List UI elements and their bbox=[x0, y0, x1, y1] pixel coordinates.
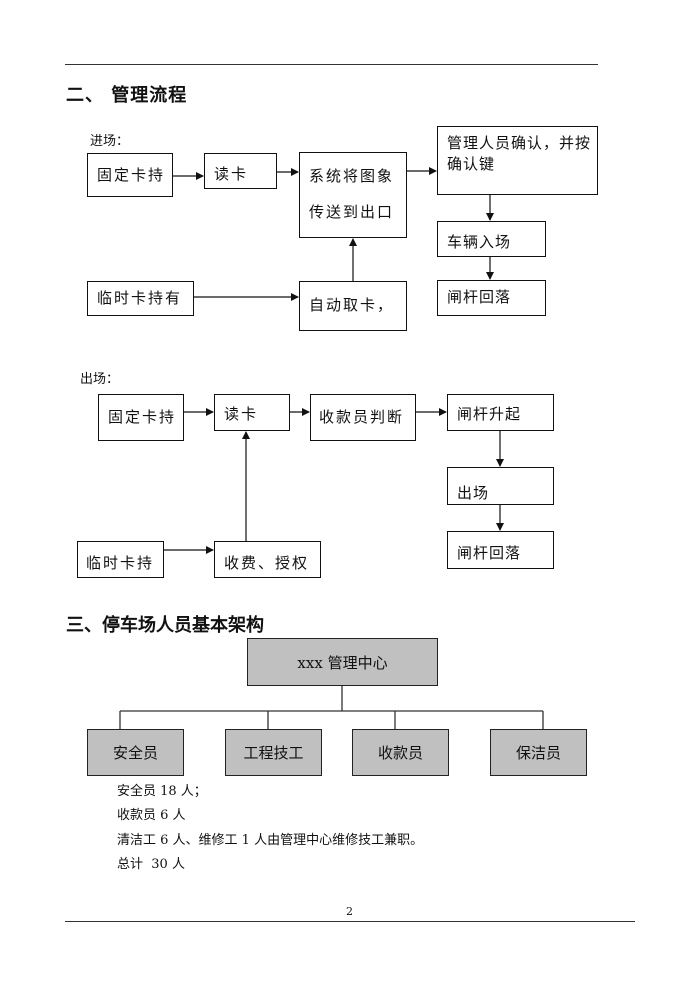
org-child-security: 安全员 bbox=[87, 729, 184, 776]
entry-system-text-line1: 系统将图象 bbox=[309, 167, 395, 185]
exit-temp-card-box: 临时卡持 bbox=[77, 541, 164, 578]
entry-confirm-box: 管理人员确认，并按 确认键 bbox=[437, 126, 598, 195]
entry-fixed-card-box: 固定卡持 bbox=[87, 153, 173, 197]
exit-charge-auth-text: 收费、授权 bbox=[224, 554, 310, 572]
entry-auto-card-box: 自动取卡， bbox=[299, 281, 407, 331]
entry-system-box: 系统将图象 传送到出口 bbox=[299, 152, 407, 238]
entry-vehicle-in-text: 车辆入场 bbox=[447, 233, 512, 251]
entry-fixed-card-text: 固定卡持 bbox=[97, 166, 166, 184]
exit-gate-up-box: 闸杆升起 bbox=[447, 394, 554, 431]
staff-note-cashier: 收款员 6 人 bbox=[117, 808, 186, 823]
org-child-engineering: 工程技工 bbox=[225, 729, 322, 776]
entry-confirm-text-line1: 管理人员确认，并按 bbox=[447, 134, 592, 152]
exit-gate-down-text: 闸杆回落 bbox=[457, 544, 522, 562]
exit-label: 出场： bbox=[80, 372, 120, 387]
org-root-box: xxx 管理中心 bbox=[247, 638, 438, 686]
entry-system-text-line2: 传送到出口 bbox=[309, 203, 395, 221]
footer-rule bbox=[65, 921, 635, 922]
exit-fixed-card-box: 固定卡持 bbox=[98, 394, 184, 441]
entry-temp-card-text: 临时卡持有 bbox=[97, 289, 183, 307]
section-heading-staff-structure: 三、停车场人员基本架构 bbox=[66, 615, 264, 636]
entry-read-card-text: 读卡 bbox=[214, 165, 249, 183]
exit-gate-up-text: 闸杆升起 bbox=[457, 405, 522, 423]
entry-vehicle-in-box: 车辆入场 bbox=[437, 221, 546, 257]
exit-exit-box: 出场 bbox=[447, 467, 554, 505]
header-rule bbox=[65, 64, 598, 65]
exit-charge-auth-box: 收费、授权 bbox=[214, 541, 321, 578]
entry-read-card-box: 读卡 bbox=[204, 153, 277, 189]
staff-note-total: 总计 30 人 bbox=[117, 857, 185, 872]
exit-cashier-judge-text: 收款员判断 bbox=[319, 408, 405, 426]
exit-temp-card-text: 临时卡持 bbox=[86, 554, 155, 572]
exit-read-card-box: 读卡 bbox=[214, 394, 290, 431]
exit-read-card-text: 读卡 bbox=[224, 405, 259, 423]
org-child-cleaner: 保洁员 bbox=[490, 729, 587, 776]
entry-gate-down-box: 闸杆回落 bbox=[437, 280, 546, 316]
org-child-cashier: 收款员 bbox=[352, 729, 449, 776]
entry-temp-card-box: 临时卡持有 bbox=[87, 281, 194, 316]
entry-auto-card-text: 自动取卡， bbox=[309, 296, 395, 314]
entry-confirm-text-line2: 确认键 bbox=[447, 155, 496, 173]
entry-gate-down-text: 闸杆回落 bbox=[447, 288, 512, 306]
exit-exit-text: 出场 bbox=[457, 484, 490, 502]
staff-note-cleaner-maintenance: 清洁工 6 人、维修工 1 人由管理中心维修技工兼职。 bbox=[117, 833, 424, 848]
exit-gate-down-box: 闸杆回落 bbox=[447, 531, 554, 569]
exit-fixed-card-text: 固定卡持 bbox=[108, 408, 177, 426]
entry-label: 进场： bbox=[90, 134, 130, 149]
section-heading-management-flow: 二、 管理流程 bbox=[66, 85, 188, 106]
staff-note-security: 安全员 18 人； bbox=[117, 784, 207, 799]
page-number: 2 bbox=[346, 905, 353, 918]
exit-cashier-judge-box: 收款员判断 bbox=[310, 394, 416, 441]
